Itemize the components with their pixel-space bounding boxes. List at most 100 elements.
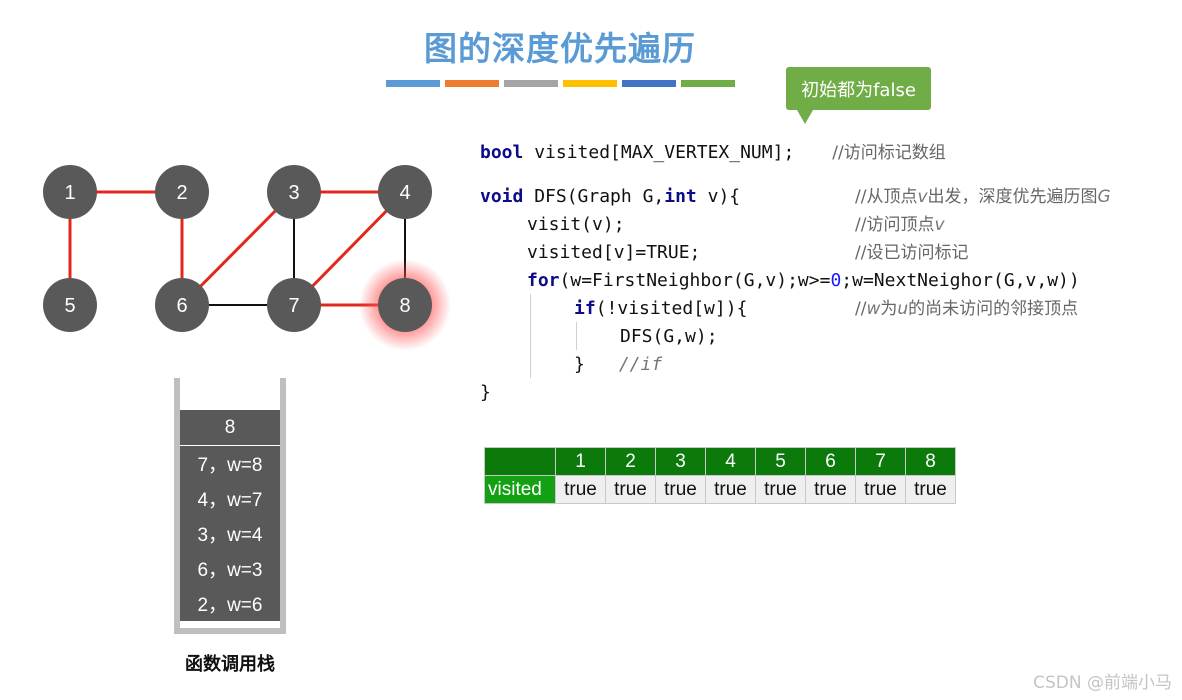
visited-cell: true	[605, 475, 656, 504]
node-5: 5	[43, 278, 97, 332]
code-comment-signature: //从顶点v出发，深度优先遍历图G	[855, 184, 1111, 210]
row-label: visited	[484, 475, 556, 504]
graph-edges	[68, 190, 407, 307]
page-title: 图的深度优先遍历	[424, 29, 696, 68]
code-keyword: if	[574, 298, 596, 319]
callout-tail	[797, 110, 813, 124]
code-text: DFS(G,w);	[620, 326, 718, 347]
visited-cell: true	[555, 475, 606, 504]
visited-cell: true	[805, 475, 856, 504]
code-text: visited[v]=TRUE;	[527, 242, 701, 263]
code-number: 0	[830, 270, 842, 291]
node-circle	[267, 165, 321, 219]
column-header: 2	[605, 447, 656, 476]
stack-caption: 函数调用栈	[185, 654, 275, 675]
code-line-set-visited: visited[v]=TRUE;	[527, 240, 700, 266]
node-8: 8	[359, 259, 451, 351]
node-label: 7	[288, 295, 299, 317]
code-comment-var: v	[917, 187, 928, 207]
stack-frame: 3，w=4	[180, 516, 280, 551]
code-line-close-if: } //if	[574, 352, 662, 378]
code-block: bool visited[MAX_VERTEX_NUM];//访问标记数组 vo…	[480, 140, 1111, 665]
code-comment-var: G	[1097, 187, 1111, 207]
code-line-close-func: }	[480, 380, 491, 406]
column-header: 8	[905, 447, 956, 476]
column-header: 6	[805, 447, 856, 476]
column-header: 3	[655, 447, 706, 476]
stack-frame: 7，w=8	[180, 446, 280, 481]
node-7: 7	[267, 278, 321, 332]
code-text: DFS(Graph G,	[523, 186, 665, 207]
stack-floor	[174, 628, 286, 634]
graph-diagram: 1 2 3 4 5 6 7 8	[43, 165, 451, 351]
visited-table-header: 1 2 3 4 5 6 7 8	[484, 447, 956, 476]
code-text: }	[574, 354, 585, 375]
node-label: 6	[176, 295, 187, 317]
stack-wall-right	[280, 378, 286, 632]
visited-cell: true	[705, 475, 756, 504]
node-circle	[267, 278, 321, 332]
color-bar	[445, 80, 499, 87]
code-comment-var: u	[897, 299, 909, 319]
watermark: CSDN @前端小马	[1033, 673, 1172, 693]
visited-cell: true	[655, 475, 706, 504]
visited-table: 1 2 3 4 5 6 7 8 visited true true true t…	[484, 447, 956, 504]
node-1: 1	[43, 165, 97, 219]
node-circle	[378, 165, 432, 219]
visited-table-row: visited true true true true true true tr…	[484, 475, 956, 504]
code-line-dfs-call: DFS(G,w);	[620, 324, 718, 350]
node-label: 2	[176, 182, 187, 204]
stack-frames: 8 7，w=8 4，w=7 3，w=4 6，w=3 2，w=6	[180, 410, 280, 621]
code-comment-set-visited: //设已访问标记	[855, 240, 968, 266]
code-comment-visit: //访问顶点v	[855, 212, 945, 238]
indent-guide	[576, 322, 577, 350]
node-3: 3	[267, 165, 321, 219]
column-header: 7	[855, 447, 906, 476]
code-keyword: void	[480, 186, 524, 207]
code-line-for: for(w=FirstNeighbor(G,v);w>=0;w=NextNeig…	[527, 268, 1080, 294]
code-text: (!visited[w]){	[595, 298, 748, 319]
visited-cell: true	[755, 475, 806, 504]
code-text: (w=FirstNeighbor(G,v);w>=	[559, 270, 831, 291]
code-comment: 的尚未访问的邻接顶点	[908, 299, 1079, 319]
code-text: visit(v);	[527, 214, 625, 235]
node-circle	[378, 278, 432, 332]
code-comment-var: w	[866, 299, 881, 319]
node-circle	[43, 278, 97, 332]
color-bar	[386, 80, 440, 87]
code-line-visit: visit(v);	[527, 212, 625, 238]
column-header: 1	[555, 447, 606, 476]
node-circle	[43, 165, 97, 219]
node-circle	[155, 278, 209, 332]
code-comment: //if	[618, 354, 663, 375]
node-label: 3	[288, 182, 299, 204]
code-comment-var: v	[934, 215, 945, 235]
node-4: 4	[378, 165, 432, 219]
code-comment: //从顶点	[855, 187, 918, 207]
visited-cell: true	[855, 475, 906, 504]
code-line-signature: void DFS(Graph G,int v){	[480, 184, 740, 210]
visited-cell: true	[905, 475, 956, 504]
color-bar	[681, 80, 735, 87]
code-keyword: for	[527, 270, 560, 291]
code-text: visited[MAX_VERTEX_NUM];	[523, 142, 795, 163]
node-2: 2	[155, 165, 209, 219]
code-comment: //访问标记数组	[832, 143, 946, 163]
code-text: v){	[696, 186, 741, 207]
column-header: 5	[755, 447, 806, 476]
code-comment: //设已访问标记	[855, 243, 969, 263]
code-comment: //访问顶点	[855, 215, 935, 235]
stack-wall-left	[174, 378, 180, 632]
stack-frame: 2，w=6	[180, 586, 280, 621]
node-label: 1	[64, 182, 75, 204]
stack-frame: 8	[180, 410, 280, 446]
code-comment-if: //w为u的尚未访问的邻接顶点	[855, 296, 1078, 322]
node-label: 8	[399, 295, 410, 317]
color-bar	[504, 80, 558, 87]
color-bar	[563, 80, 617, 87]
code-keyword: int	[664, 186, 697, 207]
node-label: 4	[399, 182, 410, 204]
code-text: }	[480, 382, 491, 403]
code-line-decl: bool visited[MAX_VERTEX_NUM];//访问标记数组	[480, 140, 946, 166]
code-text: ;w=NextNeighor(G,v,w))	[841, 270, 1080, 291]
